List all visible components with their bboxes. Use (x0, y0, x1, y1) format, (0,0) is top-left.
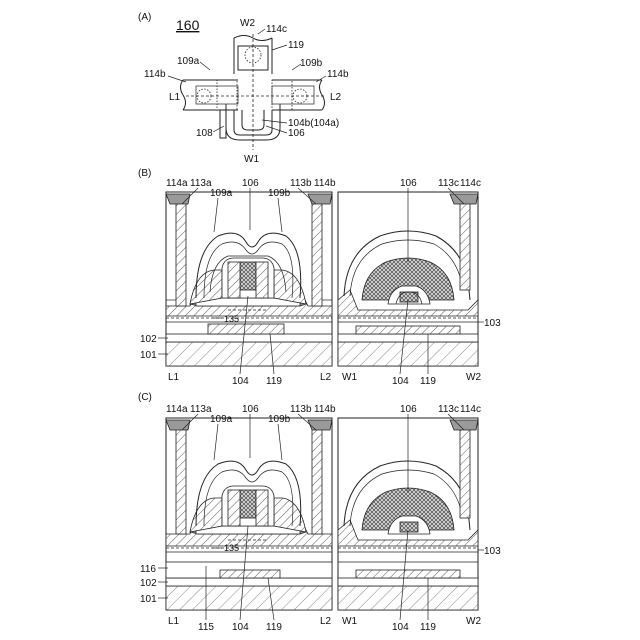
plug-113a (176, 200, 186, 306)
label-114c: 114c (266, 24, 287, 35)
c-label-114a: 114a (166, 404, 188, 415)
c-label-114b: 114b (314, 404, 336, 415)
b-label-135: 135 (224, 314, 239, 324)
electrode-114b (308, 194, 332, 204)
label-104b: 104b(104a) (288, 118, 339, 129)
panel-b: (B) (138, 168, 501, 387)
substrate-101 (166, 342, 332, 366)
b-label-109a: 109a (210, 188, 233, 199)
b-label-104-right: 104 (392, 376, 409, 387)
b-label-113a: 113a (190, 178, 212, 189)
label-l2: L2 (330, 92, 342, 103)
layer-102 (166, 334, 332, 342)
electrode-114b-left (183, 80, 238, 110)
label-w2: W2 (240, 18, 255, 29)
panel-a-label: (A) (138, 12, 151, 23)
device-number: 160 (176, 17, 200, 33)
panel-c-label: (C) (138, 392, 152, 403)
c-label-106: 106 (242, 404, 259, 415)
b-label-114c: 114c (460, 178, 481, 189)
c-label-106-right: 106 (400, 404, 417, 415)
label-106: 106 (288, 128, 305, 139)
electrode-114a (166, 194, 190, 204)
c-label-115: 115 (198, 622, 214, 633)
c-label-116: 116 (140, 564, 156, 575)
panel-c: (C) (138, 392, 501, 633)
plug-113b (312, 200, 322, 306)
label-w1: W1 (244, 154, 259, 165)
b-label-114a: 114a (166, 178, 188, 189)
c-label-w2: W2 (466, 616, 481, 627)
b-label-101: 101 (140, 350, 157, 361)
b-label-119: 119 (266, 376, 282, 387)
c-label-101: 101 (140, 594, 157, 605)
panel-a: (A) 160 W2 114c 119 109a 109b 114b (138, 12, 349, 165)
label-109b: 109b (300, 58, 323, 69)
panel-b-left-section (166, 192, 332, 366)
b-label-114b: 114b (314, 178, 336, 189)
b-label-l2: L2 (320, 372, 332, 383)
plug-113c (460, 200, 470, 290)
b-label-106: 106 (242, 178, 259, 189)
label-l1: L1 (169, 92, 181, 103)
c-label-104-right: 104 (392, 622, 409, 633)
b-label-w1: W1 (342, 372, 357, 383)
c-label-119-right: 119 (420, 622, 436, 633)
electrode-114c-right (450, 194, 478, 204)
c-label-109a: 109a (210, 414, 233, 425)
c-label-102: 102 (140, 578, 157, 589)
b-label-109b: 109b (268, 188, 291, 199)
b-label-103: 103 (484, 318, 501, 329)
c-label-109b: 109b (268, 414, 291, 425)
c-label-113c: 113c (438, 404, 459, 415)
c-label-104: 104 (232, 622, 249, 633)
gate-119-c (220, 570, 280, 578)
c-label-w1: W1 (342, 616, 357, 627)
contact-hole-right (293, 89, 307, 103)
panel-b-label: (B) (138, 168, 151, 179)
c-label-114c: 114c (460, 404, 481, 415)
b-label-113b: 113b (290, 178, 312, 189)
b-label-113c: 113c (438, 178, 459, 189)
label-108: 108 (196, 128, 213, 139)
gate-119-right (356, 326, 460, 334)
c-label-l1: L1 (168, 616, 180, 627)
gate-electrode-106 (240, 262, 256, 290)
c-label-113b: 113b (290, 404, 312, 415)
c-label-103: 103 (484, 546, 501, 557)
panel-c-left-section (166, 418, 332, 610)
c-label-l2: L2 (320, 616, 332, 627)
label-119: 119 (288, 40, 304, 51)
c-label-135: 135 (224, 543, 239, 553)
b-label-102: 102 (140, 334, 157, 345)
c-label-113a: 113a (190, 404, 212, 415)
b-label-w2: W2 (466, 372, 481, 383)
gate-119-left (208, 324, 284, 334)
b-label-119-right: 119 (420, 376, 436, 387)
c-label-119: 119 (266, 622, 282, 633)
label-114b-right: 114b (327, 69, 349, 80)
b-label-104: 104 (232, 376, 249, 387)
label-109a: 109a (177, 56, 200, 67)
b-label-106-right: 106 (400, 178, 417, 189)
b-label-l1: L1 (168, 372, 180, 383)
label-114b-left: 114b (144, 69, 166, 80)
